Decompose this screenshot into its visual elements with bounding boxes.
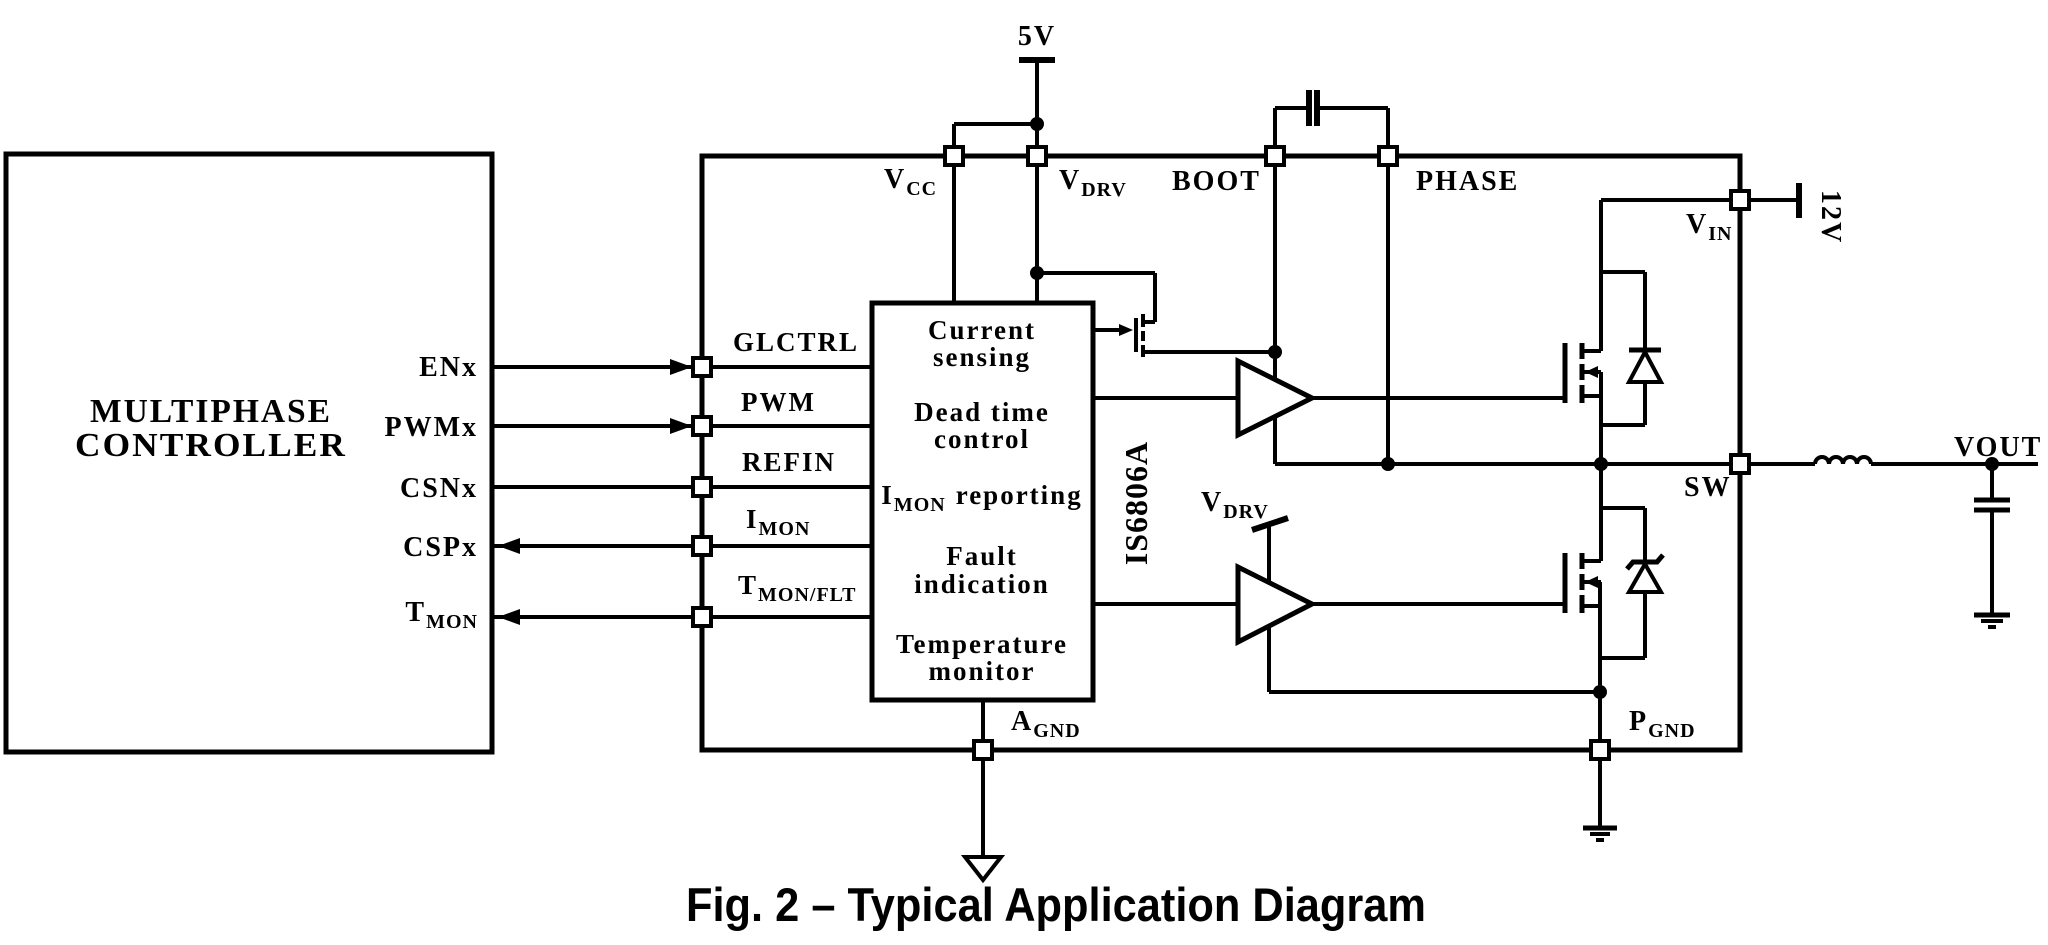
figure-caption: Fig. 2 – Typical Application Diagram xyxy=(686,878,1426,931)
output-inductor xyxy=(1813,455,1873,465)
function-temp-1: Temperature xyxy=(896,629,1068,659)
label-tmon: TMON xyxy=(405,597,478,633)
label-vout: VOUT xyxy=(1954,432,2042,463)
agnd-ground-symbol xyxy=(960,855,1006,884)
controller-title-line1: MULTIPHASE xyxy=(90,393,332,430)
label-phase: PHASE xyxy=(1416,166,1519,197)
pin-boot xyxy=(1264,145,1286,167)
function-dead-time-2: control xyxy=(934,424,1030,454)
vdrv-rail-bar xyxy=(1251,515,1289,533)
function-temp-2: monitor xyxy=(929,656,1036,686)
label-vdrv: VDRV xyxy=(1059,165,1127,201)
multiphase-controller-box xyxy=(3,151,495,755)
pin-sw xyxy=(1729,453,1751,475)
boot-capacitor xyxy=(1306,90,1320,126)
label-enx: ENx xyxy=(419,352,478,383)
label-refin: REFIN xyxy=(742,447,836,477)
bootstrap-sense-fet xyxy=(1119,314,1145,357)
pin-vdrv xyxy=(1026,145,1048,167)
chip-part-number: IS6806A xyxy=(1118,441,1154,565)
high-side-mosfet xyxy=(1562,343,1598,403)
pin-refin xyxy=(691,476,713,498)
label-vin: VIN xyxy=(1686,209,1732,245)
chip-core-function-box xyxy=(869,300,1096,703)
label-5v: 5V xyxy=(1018,21,1056,52)
pin-vin xyxy=(1729,189,1751,211)
pin-squares xyxy=(691,145,1751,761)
label-agnd: AGND xyxy=(1011,706,1081,742)
signal-arrowheads xyxy=(498,359,692,625)
function-fault-1: Fault xyxy=(946,541,1018,571)
label-csnx: CSNx xyxy=(400,473,478,504)
low-side-driver xyxy=(1235,562,1318,647)
high-side-body-diode xyxy=(1625,347,1665,384)
low-side-mosfet xyxy=(1562,553,1598,613)
chip-bottom-pin-labels: AGND PGND xyxy=(1011,706,1696,742)
label-sw: SW xyxy=(1684,472,1732,503)
wiring xyxy=(492,60,2038,857)
label-pgnd: PGND xyxy=(1629,706,1696,742)
function-fault-2: indication xyxy=(914,569,1050,599)
chip-right-pin-labels: VIN SW xyxy=(1684,209,1732,503)
label-imon: IMON xyxy=(746,504,810,540)
pin-glctrl xyxy=(691,356,713,378)
label-pwmx: PWMx xyxy=(384,412,478,443)
pin-imon xyxy=(691,535,713,557)
chip-outline-box xyxy=(699,153,1743,753)
controller-pin-labels: ENx PWMx CSNx CSPx TMON xyxy=(384,352,478,633)
label-tmonflt: TMON/FLT xyxy=(738,570,857,606)
function-dead-time-1: Dead time xyxy=(914,397,1050,427)
pin-tmonflt xyxy=(691,606,713,628)
pin-vcc xyxy=(943,145,965,167)
pin-pwm xyxy=(691,415,713,437)
label-pwm: PWM xyxy=(741,387,816,417)
label-12v: 12V xyxy=(1815,190,1846,244)
output-capacitor xyxy=(1974,497,2010,513)
pgnd-ground-symbol xyxy=(1583,825,1617,842)
chip-left-pin-labels: GLCTRL PWM REFIN IMON TMON/FLT xyxy=(733,327,859,606)
label-vdrv-lowside: VDRV xyxy=(1201,487,1269,523)
pin-agnd xyxy=(972,739,994,761)
pin-phase xyxy=(1377,145,1399,167)
pin-pgnd xyxy=(1589,739,1611,761)
label-boot: BOOT xyxy=(1172,166,1261,197)
label-glctrl: GLCTRL xyxy=(733,327,859,357)
junction-dots xyxy=(1030,117,1999,699)
function-current-sensing-1: Current xyxy=(928,315,1036,345)
controller-title-line2: CONTROLLER xyxy=(75,427,347,464)
low-side-body-zener xyxy=(1625,553,1665,594)
function-current-sensing-2: sensing xyxy=(933,342,1031,372)
chip-top-pin-labels: VCC VDRV BOOT PHASE xyxy=(884,164,1519,201)
label-vcc: VCC xyxy=(884,164,937,200)
high-side-driver xyxy=(1235,356,1318,440)
output-ground-symbol xyxy=(1974,612,2010,629)
label-cspx: CSPx xyxy=(403,532,478,563)
